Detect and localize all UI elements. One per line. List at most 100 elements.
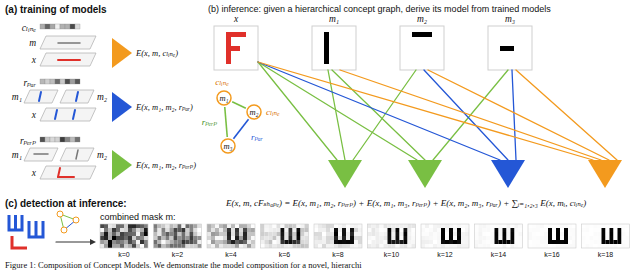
step-label: k=10 (384, 251, 399, 258)
mask-pixel (495, 224, 499, 228)
mask-pixel (326, 240, 330, 244)
mask-pixel (289, 240, 293, 244)
mask-pixel (198, 228, 202, 232)
mask-pixel (219, 236, 223, 240)
mask-pixel (112, 236, 116, 240)
concept-label: cₗᵢₙₑ (215, 77, 229, 87)
mask-pixel (140, 236, 144, 240)
mask-pixel (277, 236, 281, 240)
mask-pixel (368, 240, 372, 244)
mask-pixel (503, 232, 507, 236)
mask-frame (314, 224, 362, 248)
mask-pixel (297, 224, 301, 228)
mask-pixel (207, 232, 211, 236)
stroke-mark (39, 92, 41, 101)
mask-pixel (350, 240, 354, 244)
mask-pixel (223, 232, 227, 236)
relation-label: rₚₐᵣ (250, 132, 264, 142)
mask-pixel (350, 228, 354, 232)
mask-pixel (326, 228, 330, 232)
mask-pixel (372, 232, 376, 236)
mask-pixel (421, 228, 425, 232)
mask-pixel (412, 228, 416, 232)
mask-pixel (269, 228, 273, 232)
mask-pixel (358, 232, 362, 236)
mask-pixel (483, 244, 487, 248)
mask-pixel (277, 228, 281, 232)
mask-pixel (528, 228, 532, 232)
mask-pixel (572, 240, 576, 244)
concept-code (45, 24, 50, 29)
mask-pixel (540, 232, 544, 236)
mask-pixel (243, 228, 247, 232)
mask-pixel (368, 232, 372, 236)
mask-pixel (334, 240, 338, 244)
mask-pixel (182, 228, 186, 232)
mask-pixel (556, 224, 560, 228)
mask-pixel (108, 224, 112, 228)
mask-pixel (515, 228, 519, 232)
mask-pixel (483, 240, 487, 244)
mask-pixel (606, 240, 610, 244)
concept-code (40, 24, 45, 29)
mask-pixel (594, 232, 598, 236)
mask-pixel (211, 244, 215, 248)
mask-pixel (552, 240, 556, 244)
mask-pixel (408, 232, 412, 236)
mask-pixel (519, 244, 523, 248)
mask-pixel (132, 240, 136, 244)
mask-pixel (421, 232, 425, 236)
mask-pixel (265, 240, 269, 244)
mask-pixel (190, 240, 194, 244)
mask-pixel (211, 232, 215, 236)
mask-tile (368, 224, 416, 248)
mask-pixel (548, 228, 552, 232)
mask-pixel (528, 244, 532, 248)
mask-pixel (560, 240, 564, 244)
mask-pixel (396, 240, 400, 244)
mask-pixel (475, 232, 479, 236)
mask-pixel (330, 228, 334, 232)
concept-label: cₗᵢₙₑ (266, 107, 280, 117)
step-label: k=0 (118, 251, 129, 258)
mask-pixel (457, 244, 461, 248)
mask-pixel (568, 236, 572, 240)
mask-pixel (346, 224, 350, 228)
mask-pixel (281, 240, 285, 244)
mask-pixel (247, 244, 251, 248)
concept-circle (217, 91, 231, 105)
mask-pixel (528, 224, 532, 228)
mask-pixel (326, 236, 330, 240)
node-label: m₁ (219, 93, 228, 103)
mask-pixel (392, 224, 396, 228)
mask-pixel (626, 236, 630, 240)
mask-pixel (503, 244, 507, 248)
mask-pixel (598, 228, 602, 232)
mask-pixel (326, 232, 330, 236)
mask-pixel (511, 224, 515, 228)
mask-pixel (610, 244, 614, 248)
mask-pixel (384, 224, 388, 228)
mask-pixel (322, 236, 326, 240)
mask-pixel (556, 244, 560, 248)
concept-code (75, 79, 80, 84)
mask-pixel (404, 244, 408, 248)
mask-pixel (297, 240, 301, 244)
mask-pixel (277, 244, 281, 248)
mask-pixel (219, 244, 223, 248)
mask-pixel (265, 232, 269, 236)
mask-pixel (495, 240, 499, 244)
symbol-label: rₚₐᵣ (23, 77, 36, 88)
mask-pixel (495, 228, 499, 232)
mask-pixel (465, 244, 469, 248)
mask-pixel (132, 244, 136, 248)
mask-pixel (400, 240, 404, 244)
mask-pixel (465, 224, 469, 228)
mask-pixel (136, 240, 140, 244)
mask-pixel (404, 240, 408, 244)
mask-tile (207, 224, 255, 248)
mask-pixel (606, 224, 610, 228)
mask-pixel (170, 232, 174, 236)
